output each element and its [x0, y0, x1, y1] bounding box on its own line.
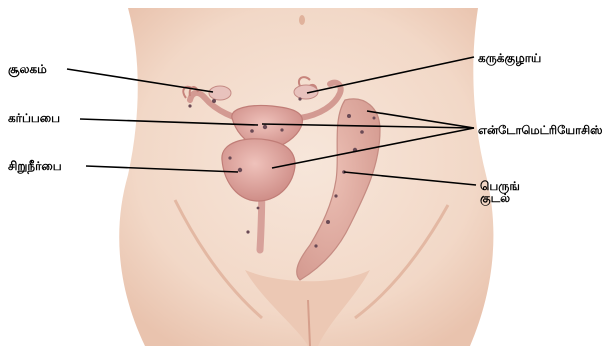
label-ovary: சூலகம் [8, 63, 47, 75]
left-ovary [209, 86, 231, 100]
label-endometriosis: என்டோமெட்ரியோசிஸ் [478, 124, 602, 136]
navel [299, 15, 305, 25]
label-colon: பெருங் குடல் [480, 180, 520, 204]
label-fallopian-tube: கருக்குழாய் [478, 52, 541, 64]
label-colon-line2: குடல் [480, 192, 520, 204]
label-bladder: சிறுநீர்பை [8, 160, 62, 172]
label-uterus: கர்ப்பபை [8, 112, 60, 124]
